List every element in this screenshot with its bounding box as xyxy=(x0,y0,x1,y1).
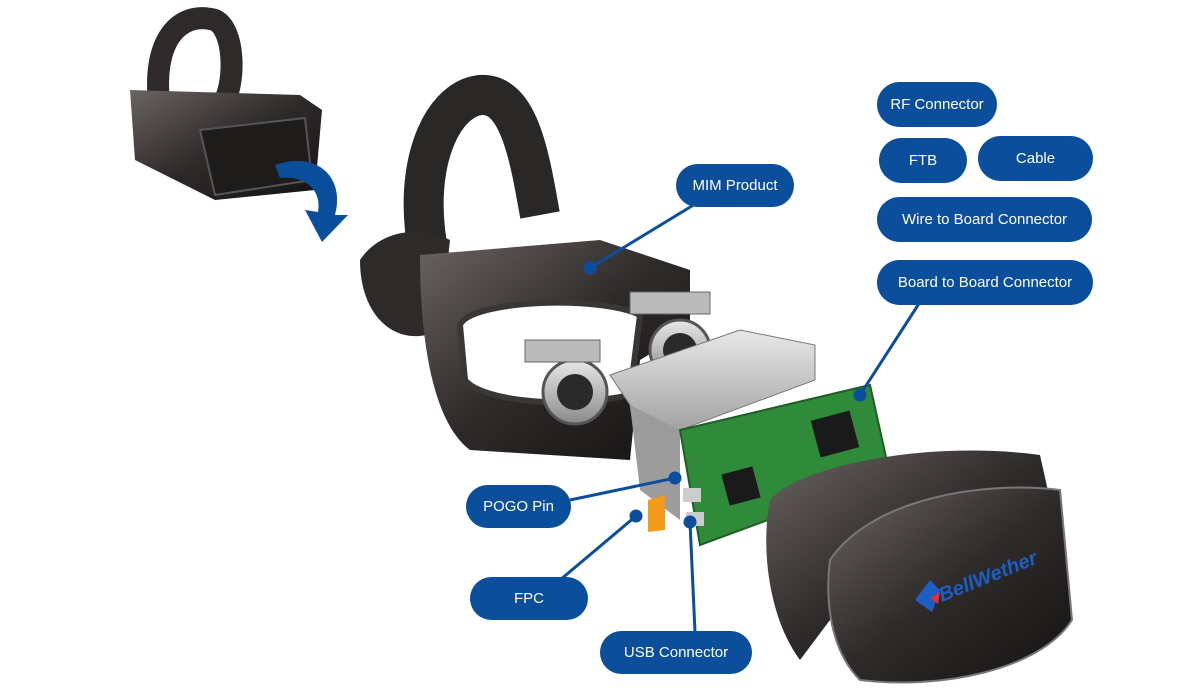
wire-to-board-connector-label: Wire to Board Connector xyxy=(877,197,1092,242)
cable-label: Cable xyxy=(978,136,1093,181)
pogo-pin-label: POGO Pin xyxy=(466,485,571,528)
leader-lines xyxy=(559,196,922,633)
board-to-board-connector-label: Board to Board Connector xyxy=(877,260,1093,305)
mim-product-label: MIM Product xyxy=(676,164,794,207)
metal-housing xyxy=(609,329,816,520)
fpc-label: FPC xyxy=(470,577,588,620)
front-cover: BellWether xyxy=(766,450,1074,684)
ftb-label: FTB xyxy=(879,138,967,183)
usb-connector-label: USB Connector xyxy=(600,631,752,674)
main-headset xyxy=(360,75,712,460)
arrow-icon xyxy=(275,161,348,242)
rf-connector-label: RF Connector xyxy=(877,82,997,127)
